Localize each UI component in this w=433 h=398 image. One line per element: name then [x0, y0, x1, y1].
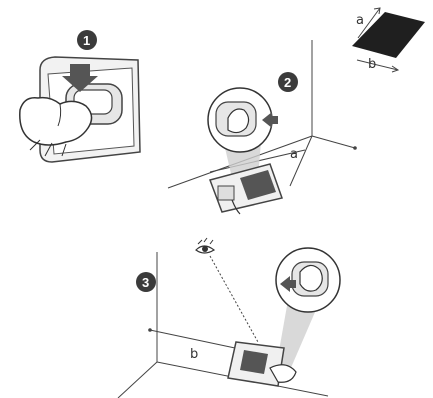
- step-3-number: 3: [142, 275, 149, 290]
- floor-label-b: b: [190, 347, 198, 362]
- step-3: 3 b: [118, 238, 340, 398]
- magnifier-circle-icon-3: [276, 248, 340, 370]
- tile-reference: a b: [352, 8, 425, 72]
- sightline: [210, 256, 258, 342]
- tile-label-b: b: [368, 57, 376, 72]
- step-1-number: 1: [83, 33, 90, 48]
- eye-icon: [196, 238, 214, 253]
- step-2-number: 2: [284, 75, 291, 90]
- step-1: 1: [20, 30, 140, 162]
- device-floor-2: [210, 164, 282, 214]
- wall-label-a: a: [290, 147, 298, 162]
- tile-label-a: a: [356, 13, 364, 28]
- step-2: 2 a: [168, 40, 357, 214]
